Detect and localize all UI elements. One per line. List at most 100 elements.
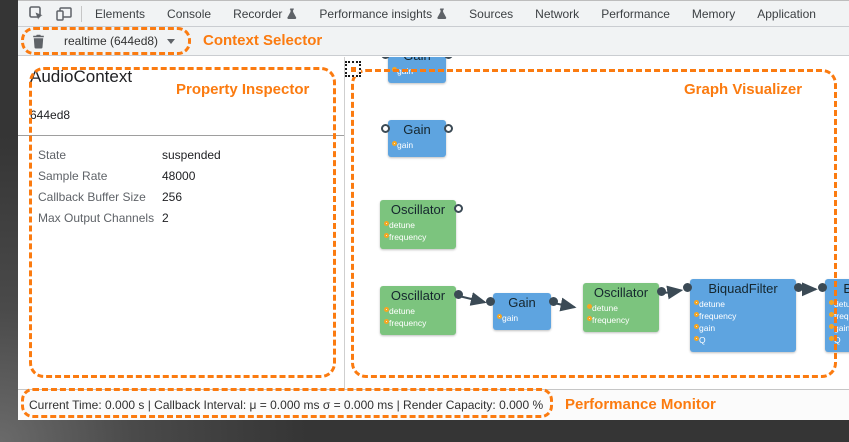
toolbar-divider <box>81 5 82 22</box>
tab-label: Elements <box>95 6 146 21</box>
audio-node-biquadfilter[interactable]: BiquadFilter detune frequency gain Q <box>818 279 849 352</box>
audio-node-biquadfilter[interactable]: BiquadFilter detune frequency gain Q <box>683 279 803 352</box>
tab-label: Recorder <box>233 6 283 21</box>
output-port <box>794 283 803 292</box>
audio-node-gain[interactable]: Gain gain <box>381 120 453 157</box>
node-title: Gain <box>381 57 453 66</box>
property-label: State <box>38 147 67 162</box>
tab-label: Application <box>757 6 816 21</box>
param-port <box>694 312 699 317</box>
audio-node-gain[interactable]: Gain gain <box>381 57 453 83</box>
param-port <box>392 141 397 146</box>
audio-node-gain[interactable]: Gain gain <box>486 293 558 330</box>
output-port <box>454 204 463 213</box>
audio-param: Q <box>829 335 849 347</box>
audio-param: frequency <box>384 232 456 244</box>
param-port <box>694 324 699 329</box>
tab-label: Memory <box>691 6 736 21</box>
tab-label: Console <box>167 6 212 21</box>
input-port <box>486 297 495 306</box>
tab-performance[interactable]: Performance <box>590 1 681 26</box>
audio-param: detune <box>384 306 456 318</box>
experiment-flask-icon <box>287 8 297 19</box>
param-port <box>497 314 502 319</box>
output-port <box>657 287 666 296</box>
inspect-element-icon[interactable] <box>29 6 44 21</box>
tab-console[interactable]: Console <box>156 1 222 26</box>
context-properties-table: State suspended Sample Rate 48000 Callba… <box>30 144 344 228</box>
context-selector-dropdown[interactable]: realtime (644ed8) <box>64 34 176 48</box>
audio-param: frequency <box>694 311 796 323</box>
webaudio-toolbar: realtime (644ed8) <box>18 27 849 56</box>
tab-application[interactable]: Application <box>746 1 827 26</box>
param-port <box>587 316 592 321</box>
property-row: Sample Rate 48000 <box>30 165 344 186</box>
performance-status-bar: Current Time: 0.000 s | Callback Interva… <box>18 389 849 420</box>
node-title: Gain <box>381 120 453 140</box>
audio-param: detune <box>829 299 849 311</box>
tab-label: Performance insights <box>319 6 433 21</box>
audio-param: detune <box>694 299 796 311</box>
node-title: Oscillator <box>380 286 463 306</box>
param-port <box>587 304 592 309</box>
output-port <box>454 290 463 299</box>
param-port <box>829 336 834 341</box>
audio-param: detune <box>587 303 659 315</box>
tab-label: Network <box>535 6 580 21</box>
devtools-window: Elements Console Recorder Performance in… <box>18 0 849 420</box>
context-type-title: AudioContext <box>30 67 133 86</box>
param-port <box>829 300 834 305</box>
audio-param: detune <box>384 220 456 232</box>
param-port <box>392 67 397 72</box>
property-inspector-panel: AudioContext 644ed8 State suspended Samp… <box>18 57 345 389</box>
node-title: Gain <box>486 293 558 313</box>
audio-param: gain <box>829 323 849 335</box>
param-port <box>829 312 834 317</box>
audio-node-oscillator[interactable]: Oscillator detune frequency <box>380 286 463 335</box>
audio-param: Q <box>694 335 796 347</box>
output-port <box>444 124 453 133</box>
tab-memory[interactable]: Memory <box>681 1 746 26</box>
param-port <box>694 336 699 341</box>
property-row: Max Output Channels 2 <box>30 207 344 228</box>
node-title: Oscillator <box>583 283 666 303</box>
trash-icon[interactable] <box>32 34 45 49</box>
tab-network[interactable]: Network <box>524 1 590 26</box>
property-label: Callback Buffer Size <box>38 189 146 204</box>
property-label: Max Output Channels <box>38 210 155 225</box>
chevron-down-icon <box>167 38 176 44</box>
param-port <box>384 221 389 226</box>
property-value: 256 <box>162 189 183 204</box>
tab-elements[interactable]: Elements <box>84 1 156 26</box>
tab-label: Sources <box>469 6 514 21</box>
audio-param: frequency <box>384 318 456 330</box>
tab-sources[interactable]: Sources <box>458 1 524 26</box>
audio-param: gain <box>392 140 446 152</box>
tab-recorder[interactable]: Recorder <box>222 1 308 26</box>
device-toolbar-icon[interactable] <box>56 6 72 21</box>
property-row: State suspended <box>30 144 344 165</box>
property-value: 2 <box>162 210 169 225</box>
audio-node-oscillator[interactable]: Oscillator detune frequency <box>583 283 666 332</box>
audio-param: gain <box>694 323 796 335</box>
param-port <box>384 233 389 238</box>
audio-param: gain <box>392 66 446 78</box>
output-port <box>549 297 558 306</box>
input-port <box>381 124 390 133</box>
audio-node-oscillator[interactable]: Oscillator detune frequency <box>380 200 463 249</box>
audio-param: gain <box>497 313 551 325</box>
audio-param: frequency <box>587 315 659 327</box>
tab-performance-insights[interactable]: Performance insights <box>308 1 458 26</box>
graph-visualizer-canvas[interactable]: Gain gain Gain gain Oscillator detune fr… <box>345 57 849 389</box>
inspector-divider <box>18 135 344 136</box>
experiment-flask-icon <box>437 8 447 19</box>
param-port <box>384 319 389 324</box>
node-title: Oscillator <box>380 200 463 220</box>
param-port <box>829 324 834 329</box>
input-port <box>818 283 827 292</box>
tab-label: Performance <box>601 6 670 21</box>
param-port <box>694 300 699 305</box>
input-port <box>683 283 692 292</box>
param-port <box>384 307 389 312</box>
